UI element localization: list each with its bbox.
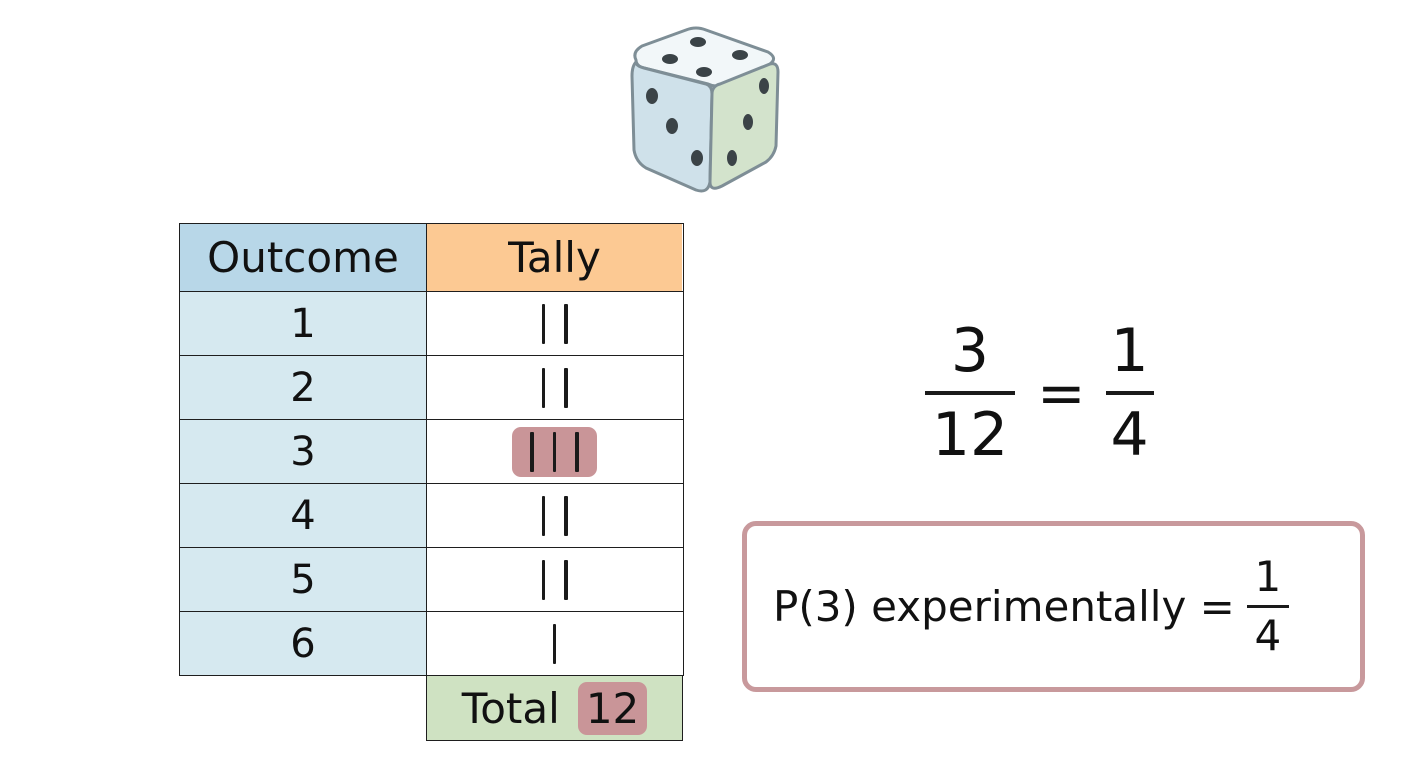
tally-mark bbox=[552, 431, 557, 472]
outcome-cell: 4 bbox=[180, 484, 427, 547]
tally-cell bbox=[427, 292, 682, 355]
tally-mark bbox=[541, 367, 545, 408]
tally-mark bbox=[575, 431, 579, 472]
tally-cell bbox=[427, 356, 682, 419]
tally-marks bbox=[532, 555, 578, 605]
tally-mark bbox=[541, 559, 545, 600]
tally-mark bbox=[552, 623, 557, 664]
tally-cell bbox=[427, 548, 682, 611]
outcome-cell: 5 bbox=[180, 548, 427, 611]
tally-mark bbox=[541, 303, 545, 344]
outcome-cell: 6 bbox=[180, 612, 427, 675]
table-row: 2 bbox=[179, 356, 684, 420]
fraction-bar bbox=[1246, 605, 1289, 608]
total-label: Total bbox=[461, 683, 560, 733]
outcome-header: Outcome bbox=[180, 224, 427, 291]
tally-mark bbox=[564, 303, 568, 344]
outcome-cell: 2 bbox=[180, 356, 427, 419]
table-row: 5 bbox=[179, 548, 684, 612]
result-numerator: 1 bbox=[1254, 552, 1282, 601]
table-header-row: Outcome Tally bbox=[179, 223, 684, 292]
total-value: 12 bbox=[577, 681, 648, 735]
fraction-bar bbox=[1105, 391, 1154, 395]
tally-mark bbox=[541, 495, 545, 536]
tally-cell bbox=[427, 484, 682, 547]
tally-mark bbox=[564, 367, 568, 408]
equals-sign: = bbox=[1037, 359, 1086, 427]
tally-marks bbox=[532, 363, 578, 413]
tally-marks bbox=[532, 299, 578, 349]
tally-cell bbox=[427, 612, 682, 675]
tally-mark bbox=[530, 431, 534, 472]
table-row: 4 bbox=[179, 484, 684, 548]
fraction-bar bbox=[925, 391, 1015, 395]
fraction-equation: 3 12 = 1 4 bbox=[925, 318, 1165, 468]
table-row: 6 bbox=[179, 612, 684, 676]
tally-marks bbox=[532, 491, 578, 541]
tally-mark bbox=[564, 495, 568, 536]
fraction-three-twelfths: 3 12 bbox=[925, 321, 1015, 465]
table-row: 3 bbox=[179, 420, 684, 484]
left-numerator: 3 bbox=[950, 316, 990, 386]
table-row: 1 bbox=[179, 292, 684, 356]
result-denominator: 4 bbox=[1254, 611, 1282, 660]
right-denominator: 4 bbox=[1110, 400, 1149, 470]
tally-mark bbox=[564, 559, 568, 600]
tally-header: Tally bbox=[427, 224, 682, 291]
outcome-cell: 3 bbox=[180, 420, 427, 483]
outcome-cell: 1 bbox=[180, 292, 427, 355]
result-text: P(3) experimentally = bbox=[773, 582, 1235, 631]
left-denominator: 12 bbox=[931, 400, 1009, 470]
die-icon bbox=[630, 26, 780, 193]
result-fraction: 1 4 bbox=[1246, 552, 1289, 660]
total-row: Total 12 bbox=[426, 676, 683, 741]
fraction-one-quarter: 1 4 bbox=[1105, 316, 1154, 470]
right-numerator: 1 bbox=[1110, 316, 1149, 386]
tally-marks-highlighted bbox=[512, 426, 597, 477]
result-box: P(3) experimentally = 1 4 bbox=[742, 521, 1365, 692]
tally-cell bbox=[427, 420, 682, 483]
tally-marks bbox=[543, 619, 567, 669]
